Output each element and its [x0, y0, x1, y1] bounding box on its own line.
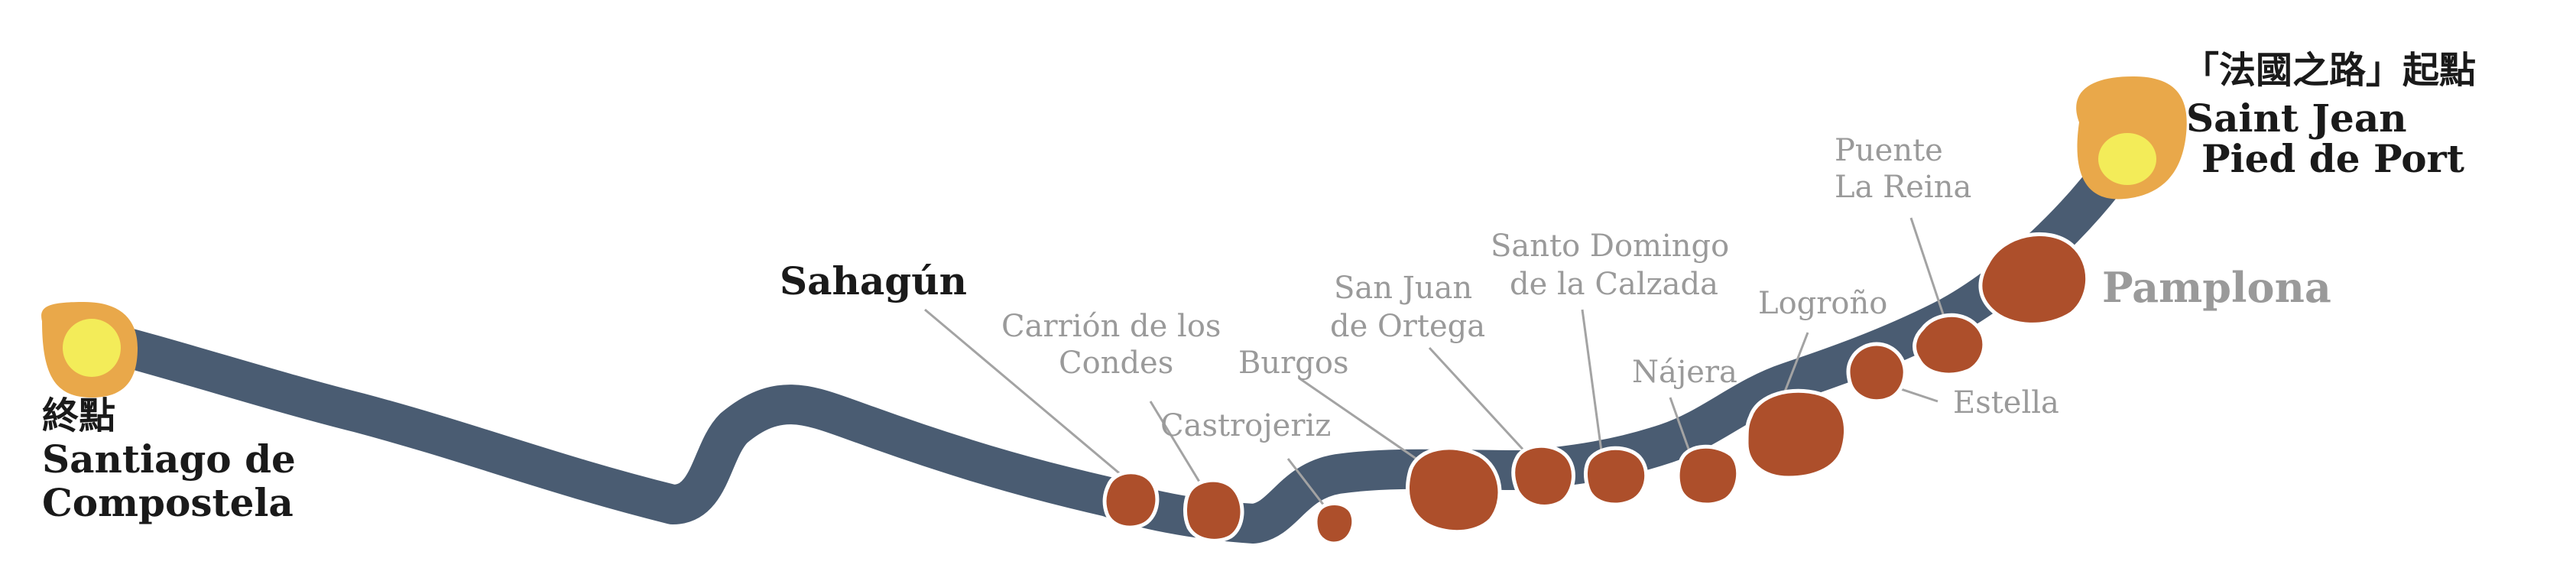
leader-sahagun	[924, 308, 1128, 482]
leader-puente-la-reina	[1909, 217, 1947, 322]
label-carrion-line2: Condes	[1059, 346, 1173, 381]
end-name-line2: Compostela	[42, 480, 294, 525]
leader-logrono	[1780, 332, 1809, 402]
label-santo-line1: Santo Domingo	[1491, 229, 1729, 264]
stop-logrono	[1744, 388, 1848, 480]
stop-santo-domingo	[1584, 446, 1649, 507]
leader-san-juan	[1428, 346, 1529, 456]
label-logrono: Logroño	[1758, 286, 1887, 321]
stop-castrojeriz	[1313, 501, 1356, 546]
stop-burgos	[1406, 446, 1502, 534]
end-caption-zh: 終點	[42, 394, 115, 437]
label-burgos: Burgos	[1238, 346, 1349, 381]
label-puente-line1: Puente	[1835, 133, 1943, 168]
start-caption-zh: 「法國之路」起點	[2182, 49, 2476, 92]
leader-burgos	[1299, 377, 1423, 464]
label-puente-line2: La Reina	[1835, 170, 1971, 205]
start-name-line1: Saint Jean	[2186, 96, 2407, 141]
start-name-line2: Pied de Port	[2201, 136, 2464, 181]
leader-lines	[924, 217, 2084, 509]
leader-carrion	[1149, 401, 1205, 490]
label-estella: Estella	[1953, 385, 2059, 420]
stop-pamplona	[1978, 232, 2090, 326]
label-castrojeriz: Castrojeriz	[1160, 408, 1331, 443]
label-sanjuan-line2: de Ortega	[1330, 309, 1485, 344]
label-sahagun: Sahagún	[780, 258, 967, 303]
label-pamplona: Pamplona	[2102, 263, 2331, 312]
label-sanjuan-line1: San Juan	[1334, 271, 1472, 306]
label-carrion-line1: Carrión de los	[1001, 309, 1221, 344]
stop-najera	[1676, 444, 1741, 507]
leader-najera	[1669, 397, 1691, 452]
leader-castrojeriz	[1286, 458, 1328, 509]
stop-sahagun	[1102, 470, 1160, 530]
start-marker	[2076, 76, 2187, 200]
label-santo-line2: de la Calzada	[1510, 267, 1718, 302]
stop-carrion	[1183, 478, 1244, 543]
stop-puente-la-reina	[1913, 313, 1987, 377]
label-najera: Nájera	[1632, 355, 1737, 390]
stop-san-juan	[1511, 443, 1575, 508]
stop-estella	[1846, 342, 1907, 404]
end-name-line1: Santiago de	[42, 437, 296, 482]
end-marker	[41, 302, 138, 398]
leader-santo-domingo	[1581, 309, 1603, 452]
stops	[1102, 232, 2090, 546]
